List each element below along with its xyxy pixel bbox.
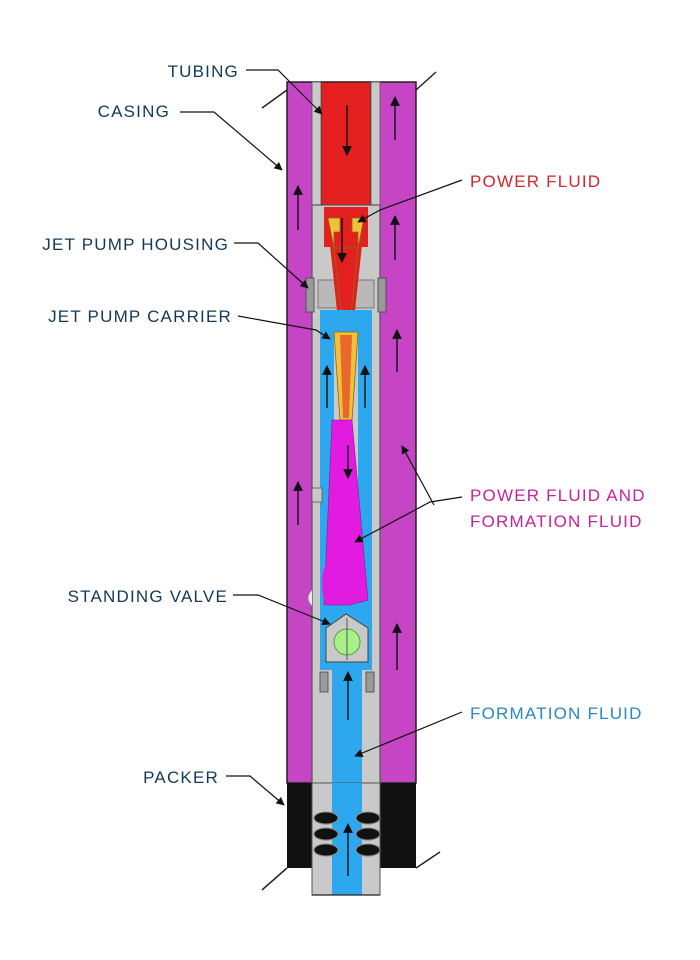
- label-formation-fluid: FORMATION FLUID: [470, 704, 643, 723]
- label-packer: PACKER: [143, 768, 219, 787]
- crossover-port: [307, 487, 323, 607]
- packer: [261, 782, 441, 896]
- label-jet-pump-housing: JET PUMP HOUSING: [42, 235, 229, 254]
- label-power-fluid-and: POWER FLUID AND: [470, 486, 646, 505]
- label-casing: CASING: [98, 102, 170, 121]
- standing-valve: [319, 613, 375, 693]
- nozzle: [327, 217, 365, 321]
- label-power-fluid: POWER FLUID: [470, 172, 601, 191]
- label-standing-valve: STANDING VALVE: [68, 587, 228, 606]
- label-tubing: TUBING: [168, 62, 239, 81]
- tubing: [311, 81, 381, 208]
- label-jet-pump-carrier: JET PUMP CARRIER: [48, 307, 232, 326]
- throat-diffuser: [322, 331, 369, 606]
- power-fluid-channel: [324, 207, 368, 320]
- labels: TUBING CASING POWER FLUID JET PUMP HOUSI…: [42, 62, 646, 787]
- label-formation-fluid-mixed: FORMATION FLUID: [470, 512, 643, 531]
- flow-arrows: [293, 96, 402, 876]
- leader-lines: [180, 69, 463, 806]
